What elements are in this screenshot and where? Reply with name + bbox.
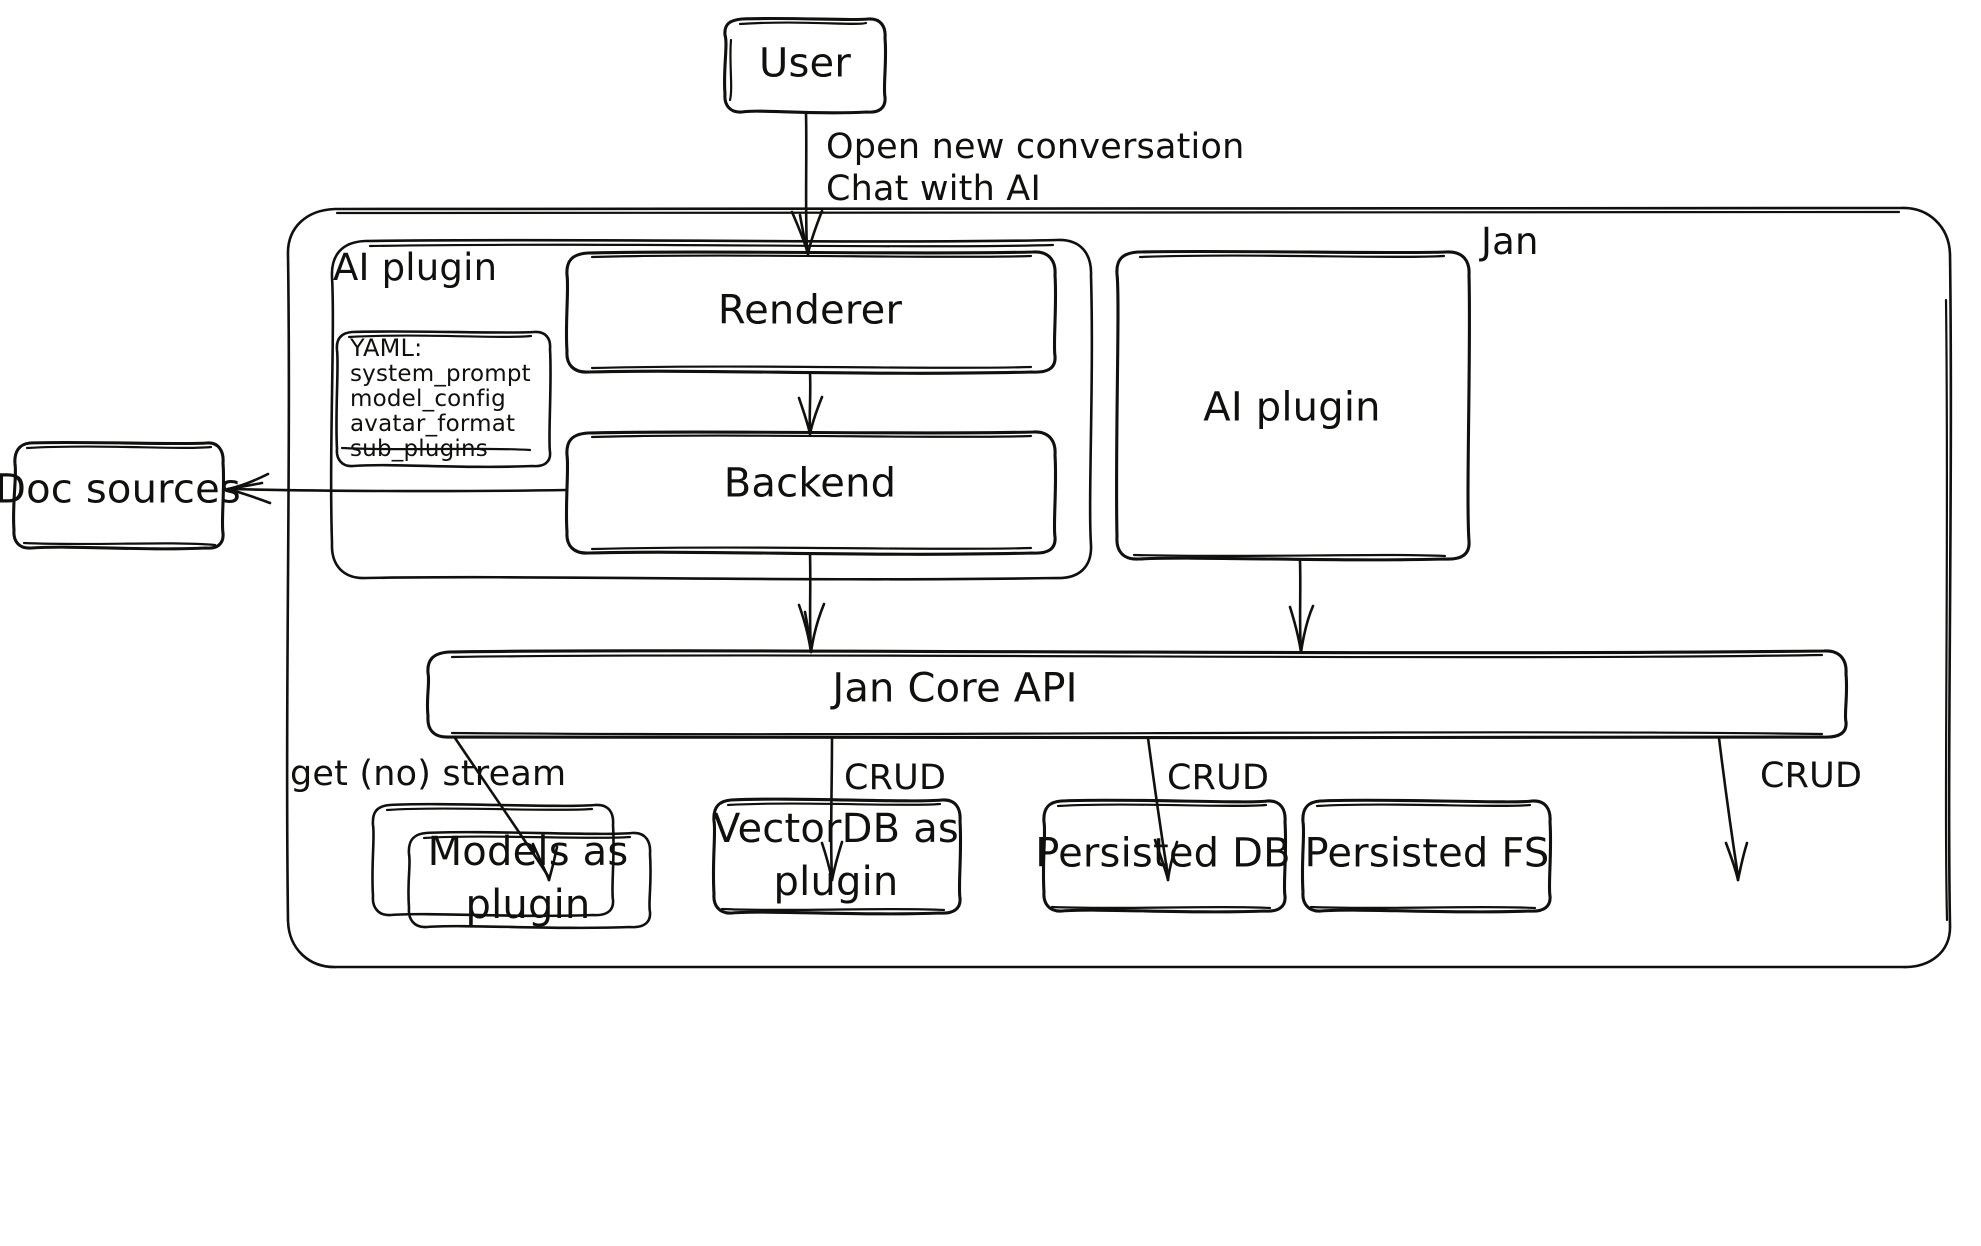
yaml-header: YAML:	[350, 334, 423, 362]
node-backend-label: Backend	[723, 460, 897, 507]
node-ai-plugin-right-label: AI plugin	[1203, 384, 1381, 431]
node-user-label: User	[759, 40, 851, 87]
node-jan-core-api-border	[425, 649, 1849, 740]
node-jan-core-api-label: Jan Core API	[832, 665, 1078, 712]
yaml-key-sub-plugins: sub_plugins	[350, 436, 488, 462]
node-vectordb-plugin-label: VectorDB as plugin	[713, 806, 959, 905]
node-yaml-border	[335, 330, 552, 469]
group-jan-border	[285, 206, 1953, 970]
node-persisted-db-border	[1041, 798, 1288, 914]
edge-core-to-persisted-fs	[1717, 736, 1749, 882]
edge-core-to-persisted-db	[1146, 736, 1179, 882]
edge-backend-to-doc-sources	[226, 472, 569, 505]
edge-ai-plugin-to-core	[1288, 558, 1315, 654]
edge-label-crud-vectordb: CRUD	[844, 758, 947, 798]
edge-label-open-conversation: Open new conversation	[826, 127, 1245, 167]
edge-core-to-vectordb	[820, 736, 844, 882]
node-models-plugin-label: Models as plugin	[427, 829, 629, 928]
edge-label-get-no-stream: get (no) stream	[290, 754, 567, 794]
yaml-key-system-prompt: system_prompt	[350, 361, 531, 387]
node-renderer-border	[564, 250, 1058, 375]
node-user-border	[722, 16, 888, 115]
node-vectordb-plugin-border	[711, 797, 963, 916]
edge-label-crud-persisted-db: CRUD	[1167, 758, 1270, 798]
node-persisted-fs-border	[1300, 798, 1553, 914]
group-jan-label: Jan	[1481, 220, 1539, 263]
yaml-key-avatar-format: avatar_format	[350, 411, 516, 437]
edge-renderer-to-backend	[797, 371, 824, 436]
node-persisted-db-label: Persisted DB	[1035, 830, 1291, 877]
edge-user-to-renderer	[790, 111, 824, 256]
node-models-plugin-border-front	[407, 830, 652, 930]
node-models-plugin-border-back	[371, 802, 615, 918]
node-ai-plugin-right-border	[1114, 249, 1472, 562]
node-persisted-fs-label: Persisted FS	[1304, 830, 1550, 877]
node-backend-border	[564, 430, 1058, 556]
edge-label-chat-with-ai: Chat with AI	[826, 169, 1041, 209]
node-doc-sources-border	[12, 440, 226, 551]
node-renderer-label: Renderer	[717, 287, 903, 334]
group-ai-plugin-border	[329, 238, 1094, 581]
group-ai-plugin-label: AI plugin	[333, 246, 498, 289]
edge-backend-to-core	[797, 552, 826, 654]
node-doc-sources-label: Doc sources	[0, 466, 241, 513]
edge-label-crud-persisted-fs: CRUD	[1760, 756, 1863, 796]
edge-core-to-models	[453, 736, 559, 882]
yaml-key-model-config: model_config	[350, 386, 506, 412]
